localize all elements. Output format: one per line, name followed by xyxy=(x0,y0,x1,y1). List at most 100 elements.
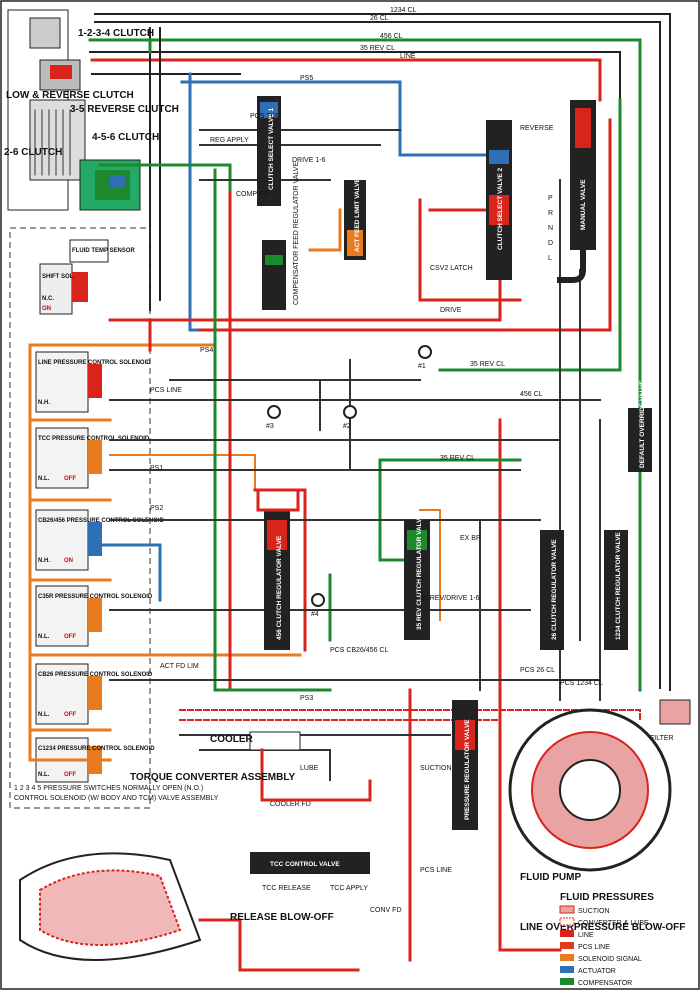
label-ps4: PS4 xyxy=(200,347,213,354)
label-456cl-top: 456 CL xyxy=(380,33,403,40)
solenoid-1-name: LINE PRESSURE CONTROL SOLENOID xyxy=(38,360,151,366)
label-1234cl-top: 1234 CL xyxy=(390,7,417,14)
label-pressure-switches: 1 2 3 4 5 PRESSURE SWITCHES NORMALLY OPE… xyxy=(14,785,203,792)
shift-solenoid-type: N.C. xyxy=(42,296,54,302)
label-torque-converter: TORQUE CONVERTER ASSEMBLY xyxy=(130,772,296,783)
legend-label-compensator: COMPENSATOR xyxy=(578,980,632,987)
default-override-valve xyxy=(628,408,652,472)
label-tcc-control: TCC CONTROL VALVE xyxy=(270,861,340,868)
shift-solenoid-name: SHIFT SOL xyxy=(42,274,74,280)
legend-label-converter: CONVERTER & LUBE xyxy=(578,920,649,927)
label-pressure-regulator: PRESSURE REGULATOR VALVE xyxy=(464,719,471,820)
solenoid-2-type: N.L. xyxy=(38,476,50,482)
shift-solenoid-state: ON xyxy=(42,306,51,312)
checkball-1: #1 xyxy=(418,363,426,370)
solenoid-5-state: OFF xyxy=(64,712,76,718)
solenoid-6-type: N.L. xyxy=(38,772,50,778)
solenoid-5-name: CB26 PRESSURE CONTROL SOLENOID xyxy=(38,672,153,678)
label-reg-apply: REG APPLY xyxy=(210,137,249,144)
label-pcs-tcc: PCS TCC xyxy=(250,113,281,120)
compensator-feed-valve xyxy=(262,240,286,310)
legend-label-pcs-line: PCS LINE xyxy=(578,944,610,951)
reg-26-valve xyxy=(540,530,564,650)
solenoid-6-name: C1234 PRESSURE CONTROL SOLENOID xyxy=(38,746,155,752)
label-line-overpressure: LINE OVERPRESSURE BLOW-OFF xyxy=(520,922,685,933)
solenoid-5 xyxy=(35,663,102,725)
label-ps1: PS1 xyxy=(150,465,163,472)
label-pcs-line-lower: PCS LINE xyxy=(420,867,452,874)
tcc-control-valve xyxy=(250,852,370,874)
range-d: D xyxy=(548,240,553,247)
misc-circuits xyxy=(109,129,601,781)
legend-label-suction: SUCTION xyxy=(578,908,610,915)
solenoid-2 xyxy=(35,427,102,489)
solenoid-4-type: N.L. xyxy=(38,634,50,640)
label-compensator-feed: COMPENSATOR FEED REGULATOR VALVE xyxy=(293,162,300,305)
solenoid-5-type: N.L. xyxy=(38,712,50,718)
label-release-blowoff: RELEASE BLOW-OFF xyxy=(230,912,334,923)
legend-swatch-compensator xyxy=(560,978,574,985)
solenoid-4-name: C35R PRESSURE CONTROL SOLENOID xyxy=(38,594,153,600)
label-cooler-fd: COOLER FD xyxy=(270,801,311,808)
compensator-lines xyxy=(98,38,622,692)
label-comp-fd: COMP FD xyxy=(236,191,268,198)
label-456-regulator: 456 CLUTCH REGULATOR VALVE xyxy=(276,535,283,640)
label-1234-regulator: 1234 CLUTCH REGULATOR VALVE xyxy=(615,531,622,640)
label-456cl-mid: 456 CL xyxy=(520,391,543,398)
label-35rev-mid: 35 REV CL xyxy=(470,361,505,368)
clutch-pack-group xyxy=(7,9,141,211)
solenoid-2-name: TCC PRESSURE CONTROL SOLENOID xyxy=(38,436,150,442)
clutch-select-valve-2 xyxy=(486,120,512,280)
label-1234-clutch: 1-2-3-4 CLUTCH xyxy=(78,28,154,39)
cooler xyxy=(249,731,372,802)
solenoid-1 xyxy=(35,351,102,413)
legend-swatch-solenoid xyxy=(560,954,574,961)
range-l: L xyxy=(548,255,552,262)
act-feed-limit-valve xyxy=(344,180,366,260)
solenoid-2-state: OFF xyxy=(64,476,76,482)
label-35rev-lower: 35 REV CL xyxy=(440,455,475,462)
label-exbp: EX BP xyxy=(460,535,481,542)
range-n: N xyxy=(548,225,553,232)
checkball-3: #3 xyxy=(266,423,274,430)
label-suction: SUCTION xyxy=(420,765,452,772)
legend-swatch-actuator xyxy=(560,966,574,973)
label-manual-valve: MANUAL VALVE xyxy=(580,179,587,230)
label-reverse: REVERSE xyxy=(520,125,554,132)
checkball-4: #4 xyxy=(311,611,319,618)
label-fluid-temp-sensor: FLUID TEMP SENSOR xyxy=(72,248,136,254)
label-cooler: COOLER xyxy=(210,734,254,745)
label-csv2-latch: CSV2 LATCH xyxy=(430,265,473,272)
label-fluid-pump: FLUID PUMP xyxy=(520,872,581,883)
legend-swatch-suction xyxy=(559,905,575,914)
control-solenoid-assembly-box xyxy=(9,227,151,809)
label-ps5-top: PS5 xyxy=(300,75,313,82)
label-ps2: PS2 xyxy=(150,505,163,512)
fluid-pump xyxy=(508,708,672,872)
label-default-override: DEFAULT OVERRIDE VALVE xyxy=(639,380,646,468)
label-rev-1-6: 35 REV/DRIVE 1-6 xyxy=(420,595,480,602)
legend-label-solenoid: SOLENOID SIGNAL xyxy=(578,956,642,963)
label-35rev-top: 35 REV CL xyxy=(360,45,395,52)
solenoid-4 xyxy=(35,585,102,647)
filter xyxy=(659,699,691,725)
solenoid-3-state: ON xyxy=(64,558,73,564)
legend-swatch-line xyxy=(560,930,574,937)
legend: FLUID PRESSURES SUCTION CONVERTER & LUBE… xyxy=(559,892,654,987)
label-drive: DRIVE xyxy=(440,307,462,314)
reg-1234-valve xyxy=(604,530,628,650)
label-act-feed-limit: ACT FEED LIMIT VALVE xyxy=(354,178,361,252)
reg-456-valve xyxy=(256,488,300,650)
checkballs xyxy=(267,345,432,607)
label-clutch-select-2: CLUTCH SELECT VALVE 2 xyxy=(497,168,504,250)
label-drive-16: DRIVE 1-6 xyxy=(292,157,326,164)
label-low-reverse-clutch: LOW & REVERSE CLUTCH xyxy=(6,90,134,101)
label-pcs-1234: PCS 1234 CL xyxy=(560,680,603,687)
label-cb26-456: PCS CB26/456 CL xyxy=(330,647,388,654)
checkball-2: #2 xyxy=(343,423,351,430)
clutch-select-valve-1 xyxy=(257,96,281,206)
label-26cl-top: 26 CL xyxy=(370,15,389,22)
label-line-top: LINE xyxy=(400,53,416,60)
label-lube: LUBE xyxy=(300,765,319,772)
solenoid-4-state: OFF xyxy=(64,634,76,640)
